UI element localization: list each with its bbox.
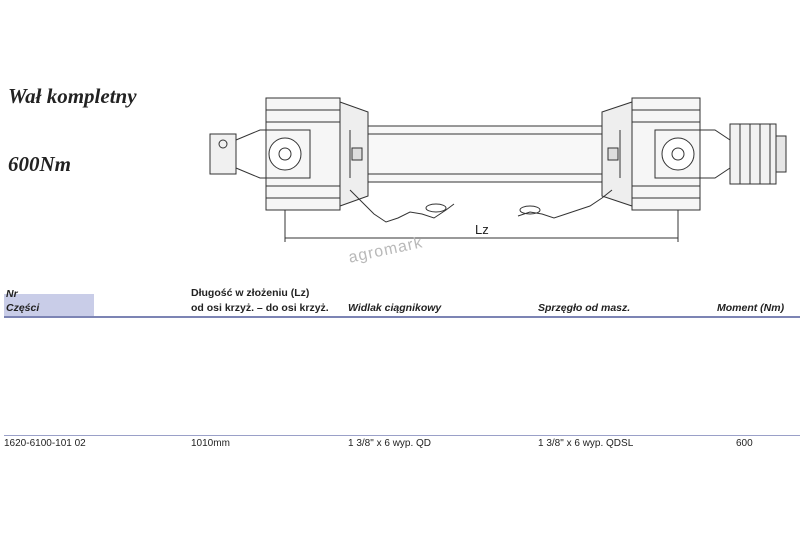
- cell-torque: 600: [736, 438, 753, 449]
- header-highlight: [4, 294, 94, 316]
- header-part-no-line2: Części: [6, 302, 40, 314]
- cell-tractor-yoke: 1 3/8" x 6 wyp. QD: [348, 438, 432, 449]
- product-title: Wał kompletny: [8, 84, 137, 108]
- cell-part-no: 1620-6100-101 02: [4, 438, 86, 449]
- header-clutch: Sprzęgło od masz.: [538, 302, 631, 314]
- header-tractor-yoke: Widlak ciągnikowy: [348, 302, 442, 314]
- torque-heading: 600Nm: [8, 152, 71, 176]
- header-torque: Moment (Nm): [717, 302, 785, 314]
- cell-clutch: 1 3/8" x 6 wyp. QDSL: [538, 438, 634, 449]
- pto-shaft-drawing: Lz: [209, 97, 787, 242]
- lz-dimension-label: Lz: [475, 222, 489, 237]
- cell-length: 1010mm: [191, 438, 230, 449]
- header-length-line1: Długość w złożeniu (Lz): [191, 287, 310, 299]
- header-divider: [4, 316, 800, 318]
- header-length-line2: od osi krzyż. – do osi krzyż.: [191, 302, 329, 314]
- header-part-no-line1: Nr: [6, 288, 18, 300]
- row-divider: [4, 435, 800, 436]
